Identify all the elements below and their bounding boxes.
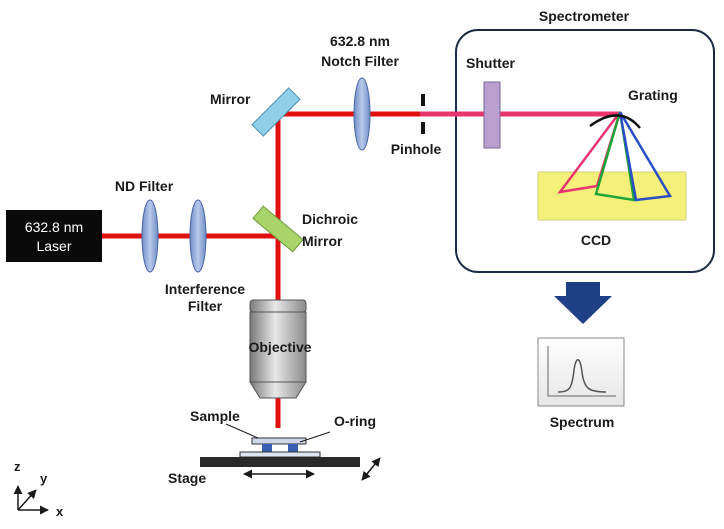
axis-z-label: z	[14, 459, 21, 474]
shutter	[483, 81, 501, 149]
notch-filter-label-line1: 632.8 nm	[330, 33, 390, 49]
spectrometer-label: Spectrometer	[539, 8, 630, 24]
objective-label: Objective	[248, 339, 311, 355]
mirror	[251, 87, 301, 137]
grating-element	[589, 114, 641, 129]
pinhole-label: Pinhole	[391, 141, 442, 157]
dichroic-mirror-label-line1: Dichroic	[302, 211, 358, 227]
o-ring-leader-line	[299, 431, 331, 443]
stage-y-arrow	[361, 457, 381, 481]
diffracted-beams	[557, 111, 673, 202]
grating-label: Grating	[628, 87, 678, 103]
dichroic-mirror-label-line2: Mirror	[302, 233, 343, 249]
interference-filter-lens	[189, 199, 207, 273]
pinhole	[421, 94, 425, 134]
axis-y-label: y	[40, 471, 48, 486]
laser-label-line2: Laser	[36, 238, 71, 254]
output-arrow-icon	[554, 282, 612, 324]
nd-filter-lens	[141, 199, 159, 273]
laser-source	[6, 210, 102, 262]
spectrum-label: Spectrum	[550, 414, 615, 430]
coordinate-axes	[13, 485, 49, 515]
laser-label-line1: 632.8 nm	[25, 219, 83, 235]
notch-filter-lens	[353, 77, 371, 151]
nd-filter-label: ND Filter	[115, 178, 174, 194]
objective-lens	[249, 299, 307, 399]
axis-x-label: x	[56, 504, 64, 519]
interference-filter-label-line1: Interference	[165, 281, 245, 297]
spectrum-plot	[537, 337, 625, 407]
dichroic-mirror	[252, 205, 304, 253]
o-ring-label: O-ring	[334, 413, 376, 429]
spectrum-peak	[557, 359, 607, 393]
ccd-label: CCD	[581, 232, 611, 248]
sample-assembly	[239, 437, 321, 458]
shutter-label: Shutter	[466, 55, 516, 71]
notch-filter-label-line2: Notch Filter	[321, 53, 399, 69]
stage-platform	[200, 457, 360, 467]
sample-leader-line	[225, 423, 259, 439]
stage-label: Stage	[168, 470, 206, 486]
interference-filter-label-line2: Filter	[188, 298, 223, 314]
sample-label: Sample	[190, 408, 240, 424]
mirror-label: Mirror	[210, 91, 251, 107]
spectrum-plot-axes	[547, 346, 616, 397]
